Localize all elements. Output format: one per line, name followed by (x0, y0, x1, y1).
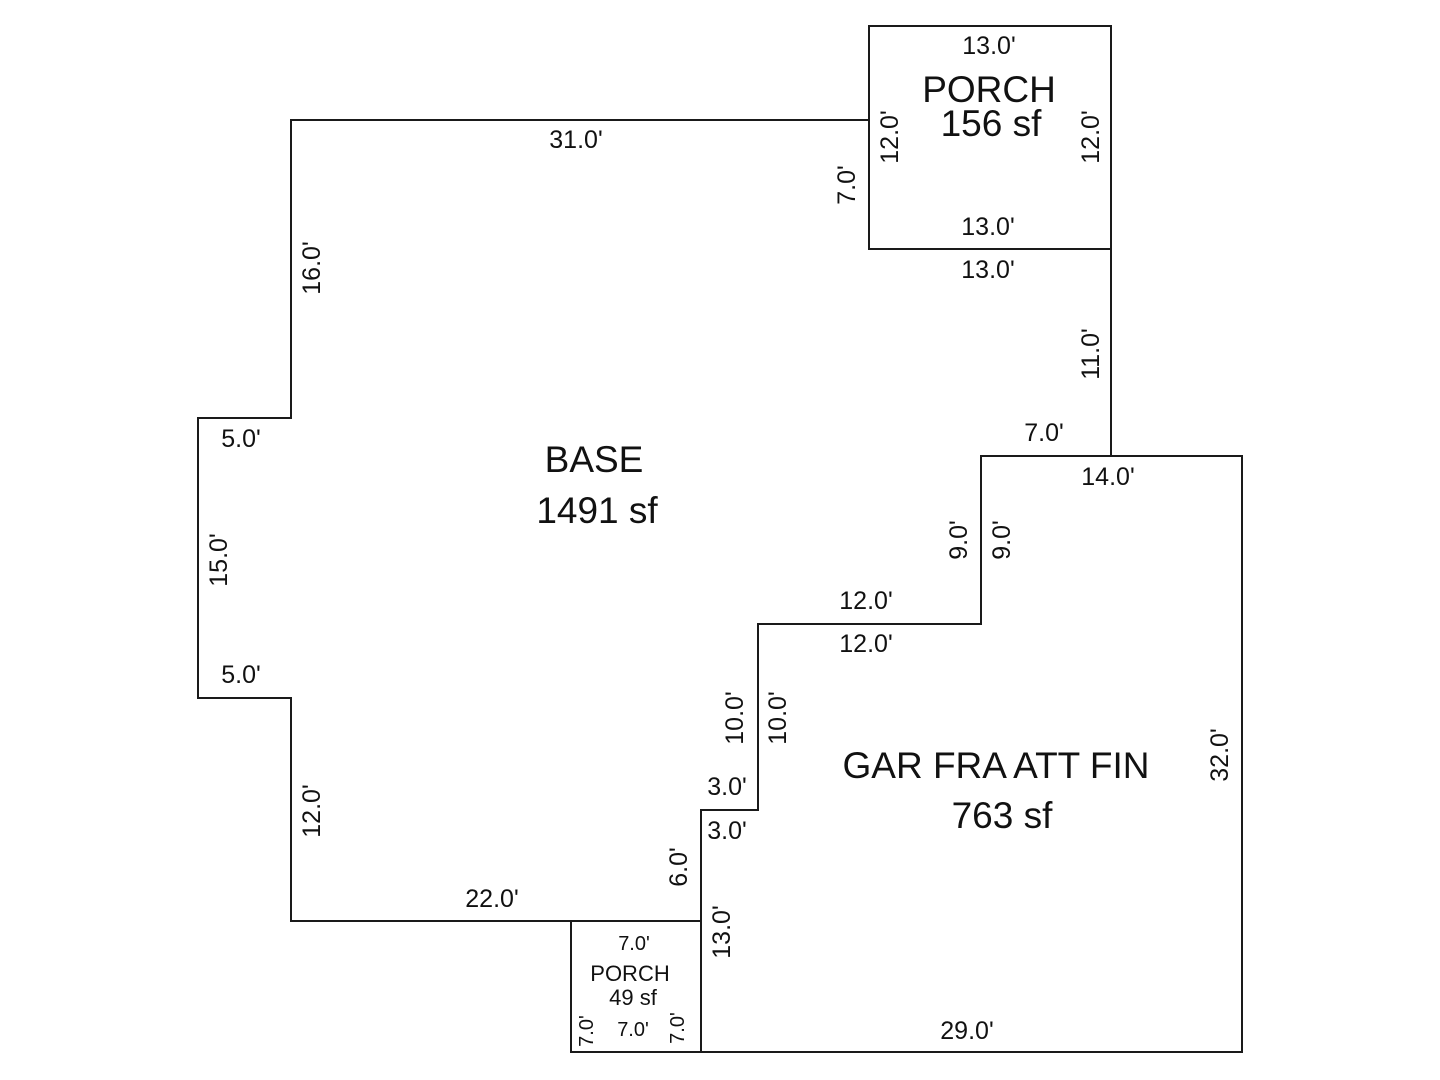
base-area-name: BASE (545, 439, 644, 480)
dim-base-notch-lower: 5.0' (221, 661, 261, 689)
dim-gar-step2-horiz: 3.0' (707, 817, 747, 845)
dim-base-step2-horiz: 3.0' (707, 773, 747, 801)
dim-porch-bot-left: 7.0' (576, 1015, 598, 1047)
dim-base-left-lower: 12.0' (298, 784, 326, 837)
porch-top-area-name: PORCH (922, 69, 1056, 110)
dim-base-porch-side: 7.0' (833, 165, 861, 205)
porch-top-area-sf: 156 sf (941, 103, 1043, 144)
dim-base-right-upper: 11.0' (1077, 328, 1105, 380)
base-area-sf: 1491 sf (536, 490, 658, 531)
dim-base-bottom: 22.0' (465, 885, 518, 913)
dim-porch-top-left: 12.0' (876, 110, 904, 163)
dim-base-left-upper: 16.0' (298, 241, 326, 294)
dim-gar-top: 14.0' (1081, 463, 1134, 491)
garage-area-sf: 763 sf (952, 795, 1054, 836)
dim-gar-bottom: 29.0' (940, 1017, 993, 1045)
porch-bottom-area-name: PORCH (590, 961, 669, 986)
porch-bottom-outline (570, 920, 702, 1053)
porch-top-outline (868, 25, 1112, 250)
dim-gar-step1-horiz: 12.0' (839, 630, 892, 658)
dim-base-left-mid: 15.0' (205, 533, 233, 586)
dim-base-under-porch: 13.0' (961, 256, 1014, 284)
dim-base-top: 31.0' (549, 126, 602, 154)
dim-base-step2-vert: 10.0' (721, 691, 749, 744)
dim-porch-bot-bottom: 7.0' (617, 1019, 649, 1041)
dim-porch-top-top: 13.0' (962, 32, 1015, 60)
garage-outline (700, 455, 1243, 1053)
porch-bottom-area-sf: 49 sf (609, 985, 658, 1010)
garage-area-name: GAR FRA ATT FIN (842, 745, 1149, 786)
dim-base-step-top: 7.0' (1024, 419, 1064, 447)
dim-porch-top-bottom: 13.0' (961, 213, 1014, 241)
dim-base-step3-vert: 6.0' (665, 847, 693, 887)
dim-porch-top-right: 12.0' (1077, 110, 1105, 163)
dim-gar-step1-vert: 9.0' (988, 520, 1016, 560)
dim-base-step1-horiz: 12.0' (839, 587, 892, 615)
dim-base-step1-vert: 9.0' (945, 520, 973, 560)
dim-gar-right: 32.0' (1206, 728, 1234, 781)
dim-gar-step2-vert: 10.0' (764, 691, 792, 744)
dim-porch-bot-top: 7.0' (618, 933, 650, 955)
dim-gar-left-lower: 13.0' (708, 905, 736, 958)
dim-porch-bot-right: 7.0' (667, 1012, 689, 1044)
dim-base-notch-upper: 5.0' (221, 425, 261, 453)
